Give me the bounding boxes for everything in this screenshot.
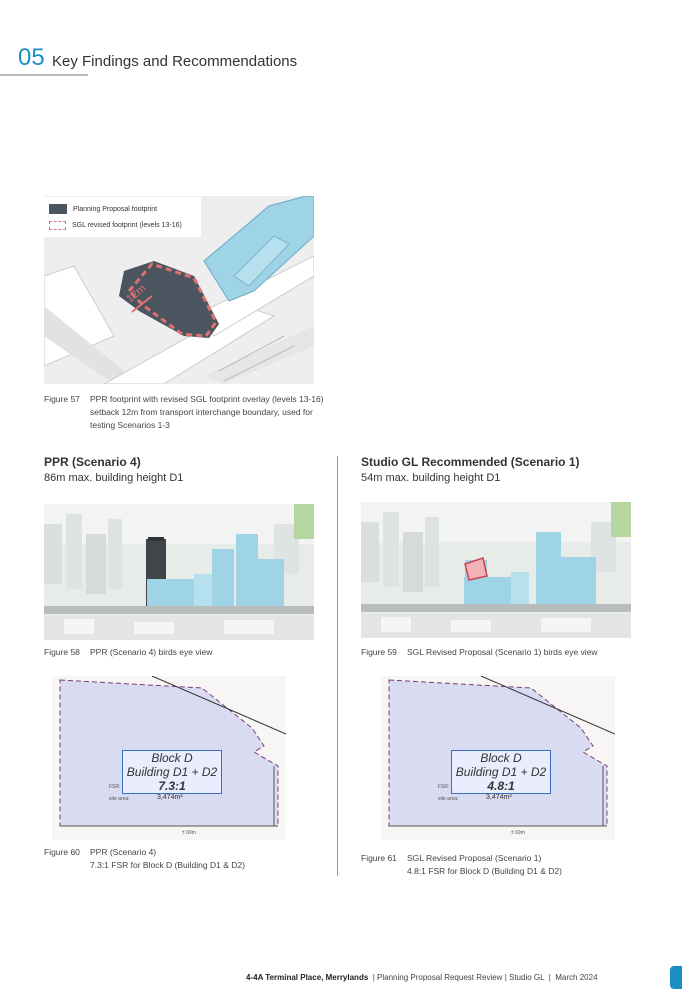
footer-separator: | xyxy=(504,973,507,982)
footer-org: Studio GL xyxy=(509,973,545,982)
page-edge-tab xyxy=(670,966,682,989)
footer-separator: | xyxy=(372,973,375,982)
legend-swatch-dark xyxy=(49,204,67,214)
caption-text: PPR (Scenario 4) birds eye view xyxy=(90,647,213,657)
figure-label: Figure 57 xyxy=(44,394,80,404)
left-section-subtitle: 86m max. building height D1 xyxy=(44,472,184,484)
fsr-value: 7.3:1 xyxy=(158,779,186,793)
caption-line-1: SGL Revised Proposal (Scenario 1) xyxy=(407,853,542,863)
fsr-label: FSR: xyxy=(109,784,121,790)
footer-document: Planning Proposal Request Review xyxy=(377,973,503,982)
caption-text: PPR (Scenario 4) 7.3:1 FSR for Block D (… xyxy=(90,846,245,872)
legend-item-planning: Planning Proposal footprint xyxy=(44,201,201,217)
birds-eye-view-sgl xyxy=(361,502,631,638)
figure-label: Figure 59 xyxy=(361,647,397,657)
section-number: 05 xyxy=(18,44,45,71)
caption-text: PPR footprint with revised SGL footprint… xyxy=(90,394,324,430)
block-label-box: Block D Building D1 + D2 4.8:1 xyxy=(451,750,551,794)
site-area-label: site area: xyxy=(109,796,130,802)
building-name: Building D1 + D2 xyxy=(455,765,547,779)
width-dimension: ± 69m xyxy=(511,830,525,836)
site-area-value: 3,474m² xyxy=(157,794,183,801)
figure-label: Figure 58 xyxy=(44,647,80,657)
left-section-title: PPR (Scenario 4) xyxy=(44,455,141,469)
birds-eye-view-ppr xyxy=(44,504,314,640)
block-label-box: Block D Building D1 + D2 7.3:1 xyxy=(122,750,222,794)
figure-label: Figure 61 xyxy=(361,853,397,863)
page-footer: 4-4A Terminal Place, Merrylands | Planni… xyxy=(246,973,598,982)
figure-58-caption: Figure 58 PPR (Scenario 4) birds eye vie… xyxy=(44,646,212,659)
legend-swatch-dashed xyxy=(49,220,66,230)
map-legend: Planning Proposal footprint SGL revised … xyxy=(44,197,201,237)
block-name: Block D xyxy=(480,751,522,765)
site-area-label: site area: xyxy=(438,796,459,802)
legend-item-sgl: SGL revised footprint (levels 13-16) xyxy=(44,217,201,233)
figure-57-caption: Figure 57 PPR footprint with revised SGL… xyxy=(44,393,324,432)
page-title: Key Findings and Recommendations xyxy=(52,53,298,70)
figure-60-caption: Figure 60 PPR (Scenario 4) 7.3:1 FSR for… xyxy=(44,846,245,872)
width-dimension: ± 69m xyxy=(182,830,196,836)
fsr-value: 4.8:1 xyxy=(487,779,515,793)
caption-text: SGL Revised Proposal (Scenario 1) birds … xyxy=(407,647,598,657)
block-name: Block D xyxy=(151,751,193,765)
figure-59-caption: Figure 59 SGL Revised Proposal (Scenario… xyxy=(361,646,598,659)
figure-61-caption: Figure 61 SGL Revised Proposal (Scenario… xyxy=(361,852,562,878)
site-plan-ppr: Block D Building D1 + D2 7.3:1 FSR: site… xyxy=(52,676,286,840)
right-section-subtitle: 54m max. building height D1 xyxy=(361,472,501,484)
header-rule xyxy=(0,74,88,76)
right-section-title: Studio GL Recommended (Scenario 1) xyxy=(361,455,580,469)
footer-separator: | xyxy=(548,973,551,982)
footer-address: 4-4A Terminal Place, Merrylands xyxy=(246,973,369,982)
caption-line-1: PPR (Scenario 4) xyxy=(90,847,157,857)
legend-label: SGL revised footprint (levels 13-16) xyxy=(72,221,182,229)
legend-label: Planning Proposal footprint xyxy=(73,205,158,213)
caption-line-2: 4.8:1 FSR for Block D (Building D1 & D2) xyxy=(407,866,562,876)
birds-eye-graphic xyxy=(361,502,631,638)
site-area-value: 3,474m² xyxy=(486,794,512,801)
fsr-label: FSR: xyxy=(438,784,450,790)
site-plan-sgl: Block D Building D1 + D2 4.8:1 FSR: site… xyxy=(381,676,615,840)
birds-eye-graphic xyxy=(44,504,314,640)
caption-text: SGL Revised Proposal (Scenario 1) 4.8:1 … xyxy=(407,852,562,878)
caption-line-2: 7.3:1 FSR for Block D (Building D1 & D2) xyxy=(90,860,245,870)
footer-date: March 2024 xyxy=(555,973,598,982)
figure-label: Figure 60 xyxy=(44,847,80,857)
building-name: Building D1 + D2 xyxy=(126,765,218,779)
column-divider xyxy=(337,456,338,876)
